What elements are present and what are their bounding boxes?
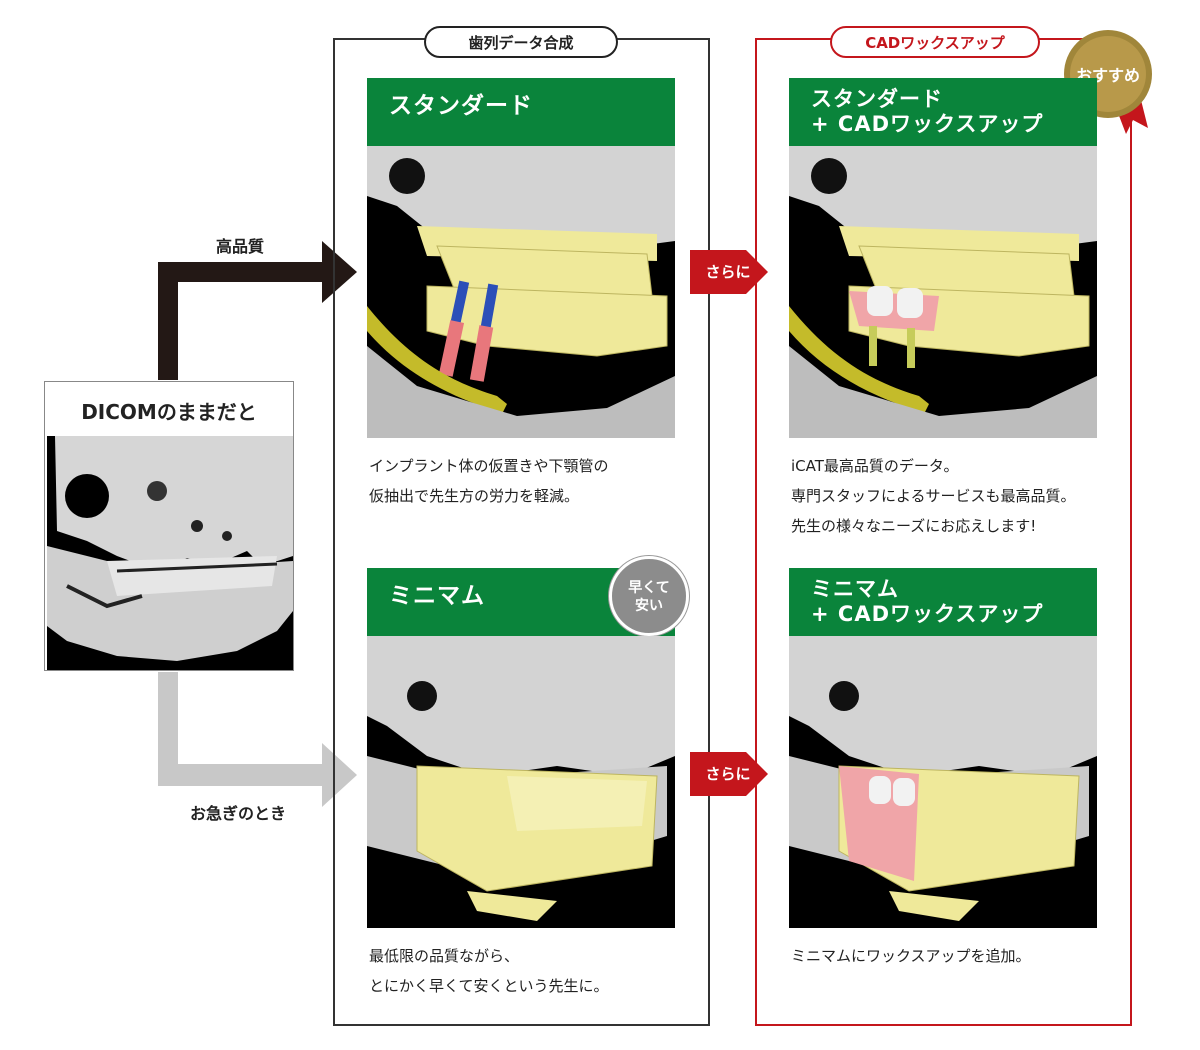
card-standard-header: スタンダード <box>367 78 675 146</box>
upper-path-arrow <box>158 241 357 380</box>
card-minimum-cad-title-line-1: ミニマム <box>811 577 899 601</box>
further-arrow-upper: さらに <box>690 250 770 294</box>
card-minimum-desc-line-1: 最低限の品質ながら、 <box>369 947 520 965</box>
dicom-title: DICOMのままだと <box>81 400 257 424</box>
further-arrow-lower: さらに <box>690 752 770 796</box>
card-standard-cad-image <box>789 146 1097 438</box>
card-standard-cad-title-line-1: スタンダード <box>811 87 943 111</box>
cheap-fast-badge: 早くて 安い <box>609 556 689 636</box>
cheap-fast-badge-line-2: 安い <box>635 598 663 614</box>
card-standard-cad-header: スタンダード + CADワックスアップ <box>789 78 1097 146</box>
card-standard-cad-desc-line-3: 先生の様々なニーズにお応えします! <box>791 517 1037 535</box>
dicom-panel: DICOMのままだと <box>44 381 294 671</box>
further-arrow-upper-label: さらに <box>705 263 751 281</box>
card-minimum-image <box>367 636 675 928</box>
card-minimum-description: 最低限の品質ながら、 とにかく早くて安くという先生に。 <box>369 941 609 1001</box>
dicom-skull-image <box>47 436 293 670</box>
card-standard-cad-description: iCAT最高品質のデータ。 専門スタッフによるサービスも最高品質。 先生の様々な… <box>791 451 1076 541</box>
card-standard-title: スタンダード <box>389 93 533 119</box>
card-minimum-title: ミニマム <box>389 583 485 609</box>
card-minimum-cad-description: ミニマムにワックスアップを追加。 <box>791 941 1031 971</box>
card-standard-cad-title-line-2: + CADワックスアップ <box>811 112 1044 136</box>
section-cad-waxup-tab: CADワックスアップ <box>830 26 1040 58</box>
card-minimum-desc-line-2: とにかく早くて安くという先生に。 <box>369 977 609 995</box>
upper-path-label: 高品質 <box>216 237 265 256</box>
cheap-fast-badge-line-1: 早くて <box>628 580 670 596</box>
card-standard-desc-line-1: インプラント体の仮置きや下顎管の <box>369 457 609 475</box>
further-arrow-lower-label: さらに <box>705 765 751 783</box>
card-standard-cad-desc-line-2: 専門スタッフによるサービスも最高品質。 <box>791 487 1076 505</box>
lower-path-label: お急ぎのとき <box>190 804 287 823</box>
card-minimum-cad-title-line-2: + CADワックスアップ <box>811 602 1044 626</box>
card-standard-description: インプラント体の仮置きや下顎管の 仮抽出で先生方の労力を軽減。 <box>369 451 609 511</box>
card-standard-image <box>367 146 675 438</box>
card-standard-cad-desc-line-1: iCAT最高品質のデータ。 <box>791 457 959 475</box>
card-minimum-cad-header: ミニマム + CADワックスアップ <box>789 568 1097 636</box>
lower-path-arrow-shape <box>158 672 357 807</box>
card-minimum-cad-image <box>789 636 1097 928</box>
card-standard-desc-line-2: 仮抽出で先生方の労力を軽減。 <box>369 487 580 505</box>
card-minimum-cad-desc-line-1: ミニマムにワックスアップを追加。 <box>791 947 1031 965</box>
section-teeth-data-tab: 歯列データ合成 <box>424 26 618 58</box>
